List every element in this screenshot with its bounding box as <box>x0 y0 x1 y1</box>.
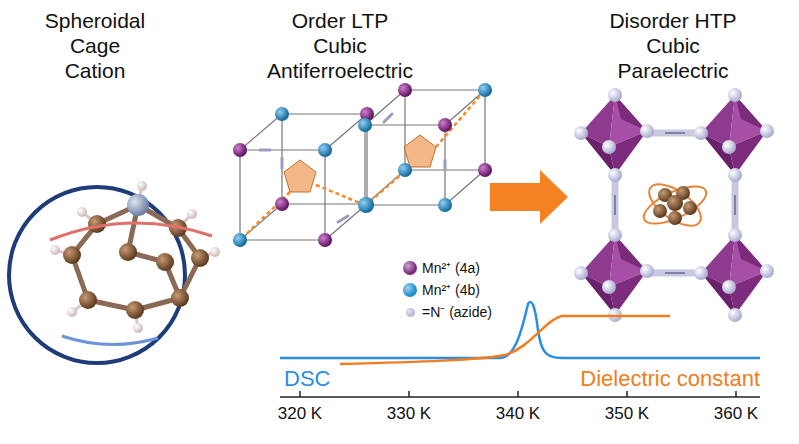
legend-text: =N⁻ (azide) <box>422 303 492 321</box>
panel-heading: Disorder HTP Cubic Paraelectric <box>603 8 743 83</box>
legend-swatch <box>406 308 415 317</box>
panel-heading: Spheroidal Cage Cation <box>41 8 149 83</box>
legend-text: Mn²⁺ (4a) <box>422 259 480 277</box>
legend-swatch <box>403 261 417 275</box>
axis-tick-label: 340 K <box>496 404 540 424</box>
panel-heading: Order LTP Cubic Antiferroelectric <box>267 8 414 83</box>
axis-tick-label: 330 K <box>387 404 431 424</box>
axis-tick-label: 360 K <box>714 404 758 424</box>
axis-tick-label: 320 K <box>278 404 322 424</box>
axis-tick-label: 350 K <box>605 404 649 424</box>
legend-swatch <box>403 283 417 297</box>
legend-text: Mn²⁺ (4b) <box>422 281 480 299</box>
curve-label: Dielectric constant <box>580 366 760 392</box>
curve-label: DSC <box>284 366 330 392</box>
